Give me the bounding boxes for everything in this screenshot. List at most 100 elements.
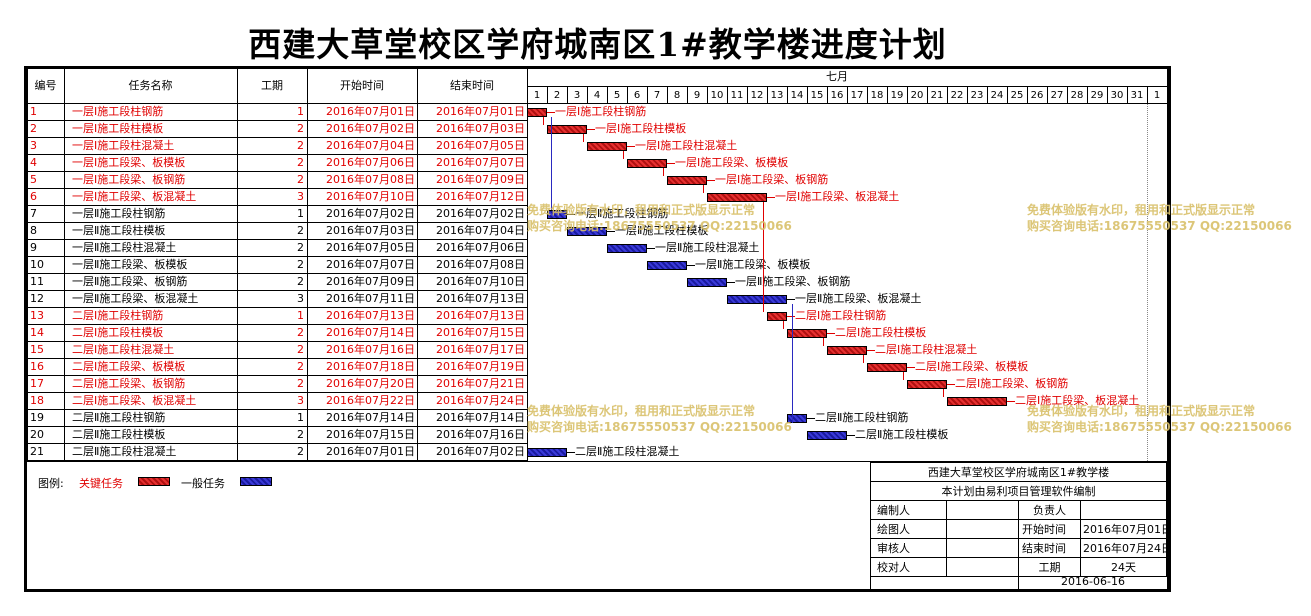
task-start: 2016年07月22日 [326,394,415,407]
task-name: 二层Ⅱ施工段柱钢筋 [72,411,166,424]
info-block: 西建大草堂校区学府城南区1#教学楼 本计划由易利项目管理软件编制 编制人 负责人… [870,462,1172,591]
day-column-line [627,87,628,104]
task-start: 2016年07月15日 [326,428,415,441]
task-end: 2016年07月02日 [436,207,525,220]
task-bar-label: 一层Ⅱ施工段柱模板 [615,224,709,237]
row-line [27,307,527,308]
task-start: 2016年07月14日 [326,411,415,424]
day-column-line [907,87,908,104]
task-name: 一层Ⅱ施工段梁、板钢筋 [72,275,188,288]
day-label: 7 [653,90,661,101]
task-name: 二层Ⅰ施工段柱混凝土 [72,343,175,356]
task-bar [687,278,727,287]
task-start: 2016年07月02日 [326,122,415,135]
task-bar [947,397,1007,406]
task-id: 17 [30,377,44,390]
task-name: 一层Ⅰ施工段柱混凝土 [72,139,175,152]
task-id: 4 [30,156,37,169]
task-end: 2016年07月03日 [436,122,525,135]
task-start: 2016年07月18日 [326,360,415,373]
day-label: 16 [830,90,844,101]
task-start: 2016年07月11日 [326,292,415,305]
task-bar-leader [567,452,575,453]
task-bar-label: 二层Ⅰ施工段梁、板模板 [915,360,1029,373]
day-column-line [707,87,708,104]
critical-link [623,151,624,159]
day-end-line [1167,87,1168,104]
row-line [27,290,527,291]
row-line [27,324,527,325]
day-label: 1 [533,90,541,101]
task-name: 一层Ⅰ施工段梁、板混凝土 [72,190,197,203]
day-label: 26 [1030,90,1044,101]
row-line [27,460,527,461]
legend-label: 图例: [38,477,64,490]
header-id: 编号 [34,79,57,92]
task-id: 11 [30,275,44,288]
task-bar [567,227,607,236]
day-column-line [1127,87,1128,104]
task-bar-leader [687,265,695,266]
day-label: 11 [730,90,744,101]
day-label: 5 [613,90,621,101]
task-end: 2016年07月10日 [436,275,525,288]
task-name: 二层Ⅱ施工段柱模板 [72,428,166,441]
critical-link [763,202,764,312]
day-label: 18 [870,90,884,101]
info-reviewer-value [947,539,1019,558]
task-name: 二层Ⅰ施工段柱模板 [72,326,164,339]
task-duration: 2 [297,173,304,186]
task-id: 9 [30,241,37,254]
critical-link [823,338,824,346]
row-line [27,154,527,155]
task-start: 2016年07月01日 [326,445,415,458]
task-id: 16 [30,360,44,373]
task-name: 一层Ⅰ施工段柱钢筋 [72,105,164,118]
task-bar [547,125,587,134]
legend-critical-swatch [138,477,170,486]
day-label: 30 [1110,90,1124,101]
row-line [27,256,527,257]
task-id: 5 [30,173,37,186]
info-checker: 校对人 [871,558,947,577]
day-column-line [927,87,928,104]
task-name: 一层Ⅱ施工段柱模板 [72,224,166,237]
row-line [27,239,527,240]
task-end: 2016年07月21日 [436,377,525,390]
task-name: 一层Ⅰ施工段柱模板 [72,122,164,135]
day-label: 13 [770,90,784,101]
day-column-line [567,87,568,104]
day-column-line [1067,87,1068,104]
row-line [27,341,527,342]
task-start: 2016年07月10日 [326,190,415,203]
day-column-line [587,87,588,104]
task-end: 2016年07月14日 [436,411,525,424]
day-label: 21 [930,90,944,101]
task-duration: 1 [297,105,304,118]
info-project: 西建大草堂校区学府城南区1#教学楼 [871,463,1167,482]
task-id: 7 [30,207,37,220]
day-label: 15 [810,90,824,101]
day-column-line [867,87,868,104]
task-end: 2016年07月02日 [436,445,525,458]
task-duration: 2 [297,343,304,356]
task-name: 二层Ⅱ施工段柱混凝土 [72,445,177,458]
task-bar-leader [1007,401,1015,402]
task-name: 二层Ⅰ施工段梁、板混凝土 [72,394,197,407]
task-start: 2016年07月06日 [326,156,415,169]
day-label: 27 [1050,90,1064,101]
task-name: 一层Ⅰ施工段梁、板模板 [72,156,186,169]
task-bar-leader [947,384,955,385]
day-label: 17 [850,90,864,101]
day-column-line [687,87,688,104]
task-end: 2016年07月01日 [436,105,525,118]
day-label: 14 [790,90,804,101]
task-duration: 2 [297,275,304,288]
task-bar [647,261,687,270]
info-end-value: 2016年07月24日 [1081,539,1172,558]
day-column-line [1087,87,1088,104]
task-bar [787,329,827,338]
watermark-1-line2: 购买咨询电话:18675550537 QQ:22150066 [527,219,792,233]
day-label: 3 [573,90,581,101]
info-duration-value: 24天 [1081,558,1167,577]
